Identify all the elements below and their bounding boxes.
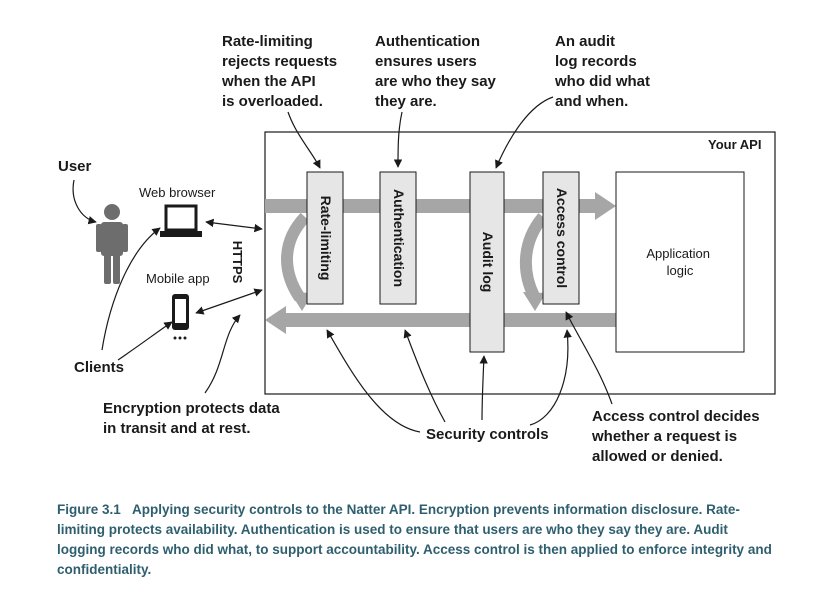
annotation-access-control: Access control decides whether a request… [591, 408, 764, 465]
access-control-label: Access control [554, 188, 570, 288]
api-title: Your API [708, 137, 761, 152]
web-browser-connection [205, 218, 263, 233]
pointer-security-auth [403, 329, 446, 423]
mobile-app-connection [195, 288, 263, 315]
https-label: HTTPS [230, 241, 245, 284]
access-deny-arrow [519, 213, 548, 299]
web-browser-label: Web browser [139, 185, 216, 200]
annotation-encryption: Encryption protects data in transit and … [103, 400, 284, 437]
figure-caption-text: Applying security controls to the Natter… [57, 502, 772, 577]
annotation-audit: An audit log records who did what and wh… [554, 33, 654, 110]
pointer-access-control [565, 311, 613, 405]
rate-limiting-label: Rate-limiting [318, 196, 334, 281]
figure-caption: Figure 3.1 Applying security controls to… [57, 500, 777, 580]
access-control-box [542, 171, 580, 305]
annotation-security-controls: Security controls [426, 426, 549, 443]
authentication-label: Authentication [391, 189, 407, 287]
phone-icon [172, 294, 189, 340]
request-flow [265, 192, 616, 220]
audit-log-box [469, 171, 505, 353]
audit-log-label: Audit log [480, 232, 496, 293]
pointer-rate-limiting [287, 111, 321, 169]
pointer-security-access [529, 329, 572, 426]
laptop-icon [160, 204, 202, 237]
pointer-clients-web [101, 227, 161, 351]
pointer-clients-mobile [117, 321, 173, 361]
annotation-rate-limiting: Rate-limiting rejects requests when the … [221, 33, 341, 110]
application-logic-label: Application logic [646, 246, 713, 278]
pointer-authentication [393, 111, 403, 168]
annotation-clients: Clients [74, 359, 124, 376]
pointer-security-audit [479, 355, 488, 421]
authentication-box [379, 171, 417, 305]
pointer-security-rate [326, 329, 421, 433]
figure-number: Figure 3.1 [57, 502, 121, 517]
rate-limiting-box [306, 171, 344, 305]
annotation-authentication: Authentication ensures users are who the… [375, 33, 500, 110]
pointer-audit [495, 96, 554, 169]
annotation-user: User [58, 158, 92, 175]
pointer-encryption [204, 314, 241, 394]
response-flow [265, 306, 616, 334]
pointer-user [72, 179, 97, 225]
rate-limit-reject-arrow [281, 212, 310, 302]
person-icon [96, 204, 128, 284]
application-logic-box [615, 171, 745, 353]
mobile-app-label: Mobile app [146, 271, 210, 286]
